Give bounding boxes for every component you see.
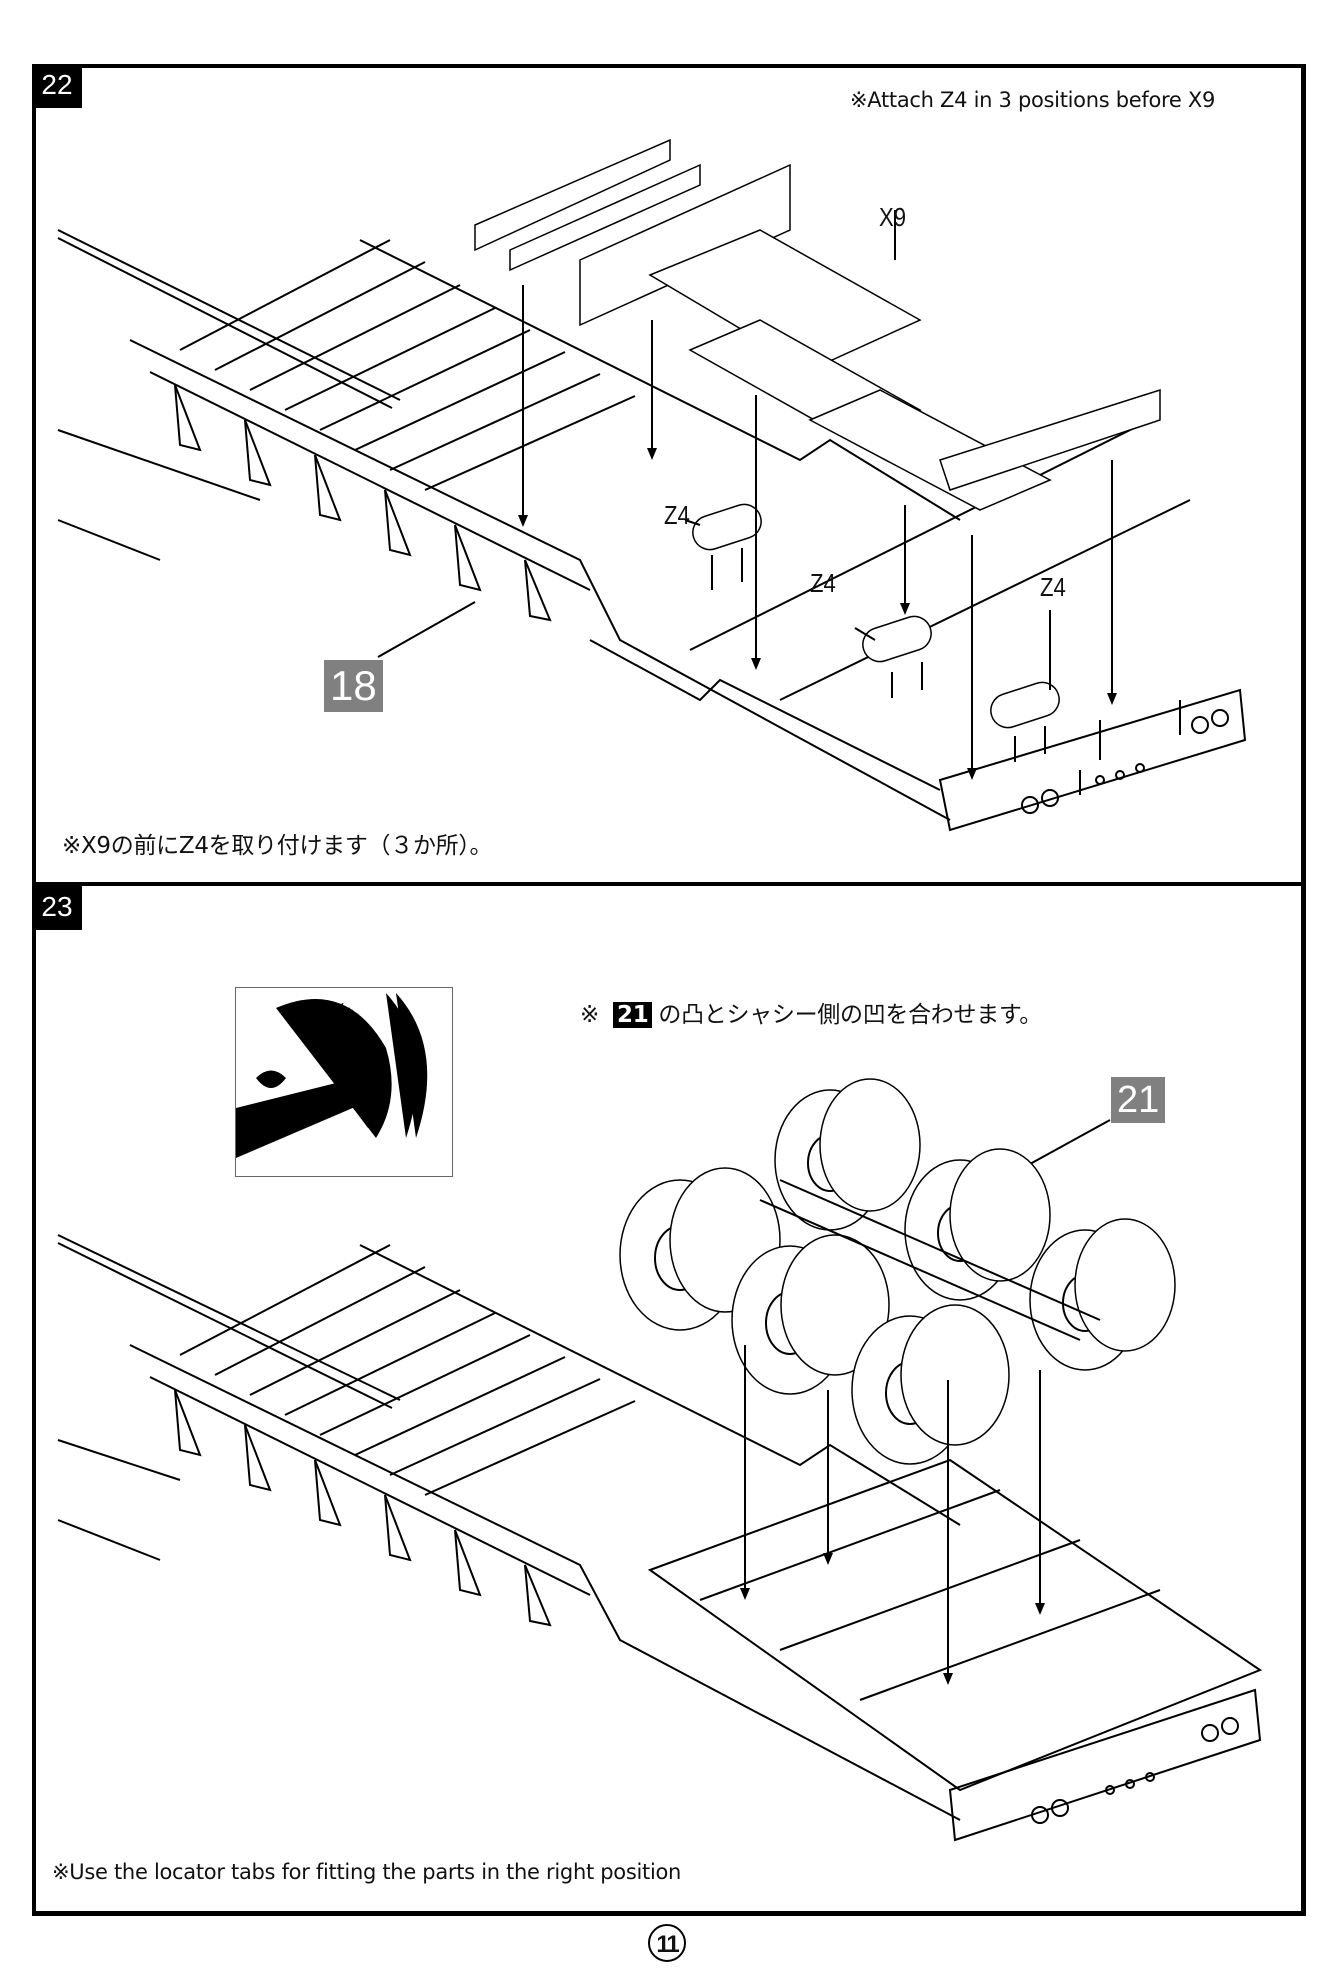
- wheel: [774, 1078, 921, 1231]
- wheel: [851, 1304, 1010, 1465]
- step-22-note-en: ※Attach Z4 in 3 positions before X9: [850, 88, 1216, 112]
- instruction-frame: [32, 64, 1306, 1916]
- step-number-23: 23: [32, 886, 82, 930]
- part-z4-drawings: [684, 503, 1060, 729]
- part-21-bogie-drawing: [619, 1078, 1176, 1465]
- label-z4-2: Z4: [810, 568, 836, 598]
- detail-inset: LIN: [235, 987, 453, 1177]
- assembly-arrows: [518, 285, 1117, 795]
- crossbars: [179, 239, 636, 491]
- locator-tab-detail: LIN: [236, 993, 452, 1176]
- label-z4-3: Z4: [1040, 572, 1066, 602]
- chassis-drawing: [57, 1234, 1263, 1842]
- wheel: [1029, 1218, 1176, 1371]
- inline-part-badge-21: 21: [612, 1002, 653, 1028]
- step-number-22: 22: [32, 64, 82, 108]
- step-divider: [32, 882, 1306, 886]
- assembly-arrows: [740, 1345, 1045, 1685]
- label-x9: X9: [879, 202, 907, 232]
- part-badge-21: 21: [1111, 1077, 1166, 1123]
- chassis-18-drawing: [57, 229, 1247, 832]
- wheel: [731, 1234, 890, 1395]
- part-x9-drawing: [474, 138, 1161, 511]
- part-badge-18: 18: [324, 660, 383, 712]
- step-22-note-jp: ※X9の前にZ4を取り付けます（３か所）。: [62, 833, 493, 859]
- leader-18: [377, 601, 476, 658]
- note-jp-text: の凸とシャシー側の凹を合わせます。: [658, 1002, 1043, 1028]
- label-z4-1: Z4: [664, 500, 690, 530]
- note-mark: ※: [580, 1002, 599, 1028]
- page-number: 11: [648, 1924, 686, 1962]
- step-23-note-en: ※Use the locator tabs for fitting the pa…: [52, 1860, 682, 1884]
- truss: [174, 384, 552, 622]
- wheel: [904, 1148, 1051, 1301]
